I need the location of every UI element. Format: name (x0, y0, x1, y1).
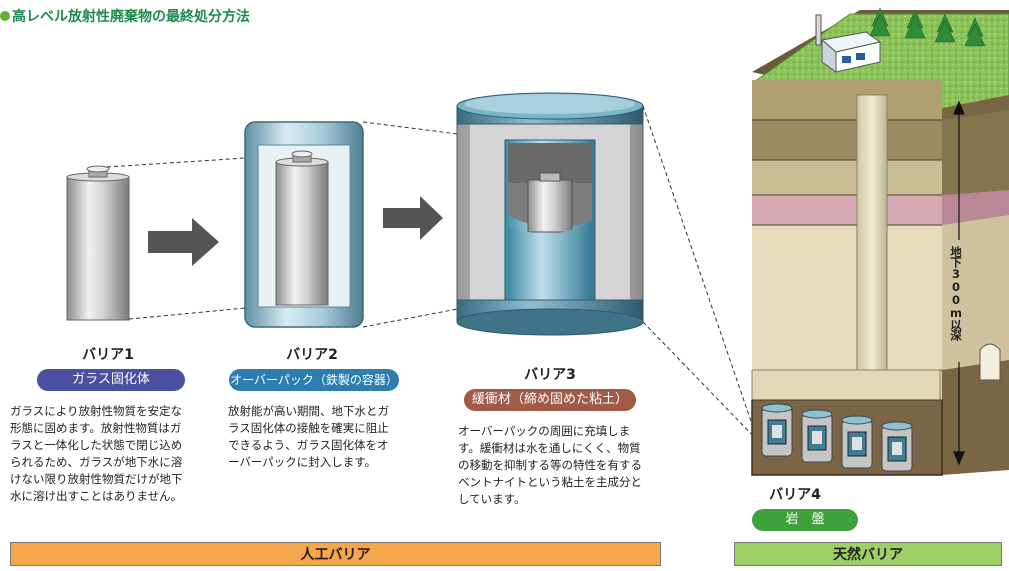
barrier1-description: ガラスにより放射性物質を安定な形態に固めます。放射性物質はガラスと一体化した状態… (10, 404, 183, 503)
depth-arrow-icon (953, 100, 965, 466)
barrier1-name: バリア1 (82, 347, 134, 363)
title-bullet-icon (0, 11, 10, 21)
glass-canister-icon (66, 165, 130, 321)
artificial-barrier-bar: 人工バリア (10, 542, 661, 566)
barrier2-material-badge: オーバーパック（鉄製の容器） (229, 369, 399, 391)
buffer-material-cylinder-icon (456, 92, 644, 336)
geological-cross-section (751, 7, 1009, 476)
barrier2-name: バリア2 (286, 347, 338, 363)
barrier3-material-badge: 緩衝材（締め固めた粘土） (464, 389, 636, 411)
barrier3-description: オーバーパックの周囲に充填します。緩衝材は水を通しにくく、物質の移動を抑制する等… (458, 424, 642, 506)
barrier1-material-badge: ガラス固化体 (37, 369, 185, 391)
title-text: 高レベル放射性廃棄物の最終処分方法 (12, 9, 250, 25)
arrow-right-icon (383, 196, 443, 240)
barrier4-material-badge: 岩 盤 (752, 509, 858, 531)
tree-icons (869, 7, 986, 47)
arrow-right-icon (148, 218, 219, 266)
barrier3-name: バリア3 (524, 367, 576, 383)
natural-barrier-bar: 天然バリア (734, 542, 1002, 566)
depth-label: 地下300m以深 (949, 246, 963, 340)
barrier2-description: 放射能が高い期間、地下水とガラス固化体の接触を確実に阻止できるよう、ガラス固化体… (228, 404, 389, 469)
diagram-title: 高レベル放射性廃棄物の最終処分方法 (0, 6, 250, 26)
barrier4-name: バリア4 (769, 487, 821, 503)
disposal-pits (761, 403, 913, 472)
surface-facility-icon (815, 14, 882, 73)
overpack-container-icon (244, 121, 364, 328)
